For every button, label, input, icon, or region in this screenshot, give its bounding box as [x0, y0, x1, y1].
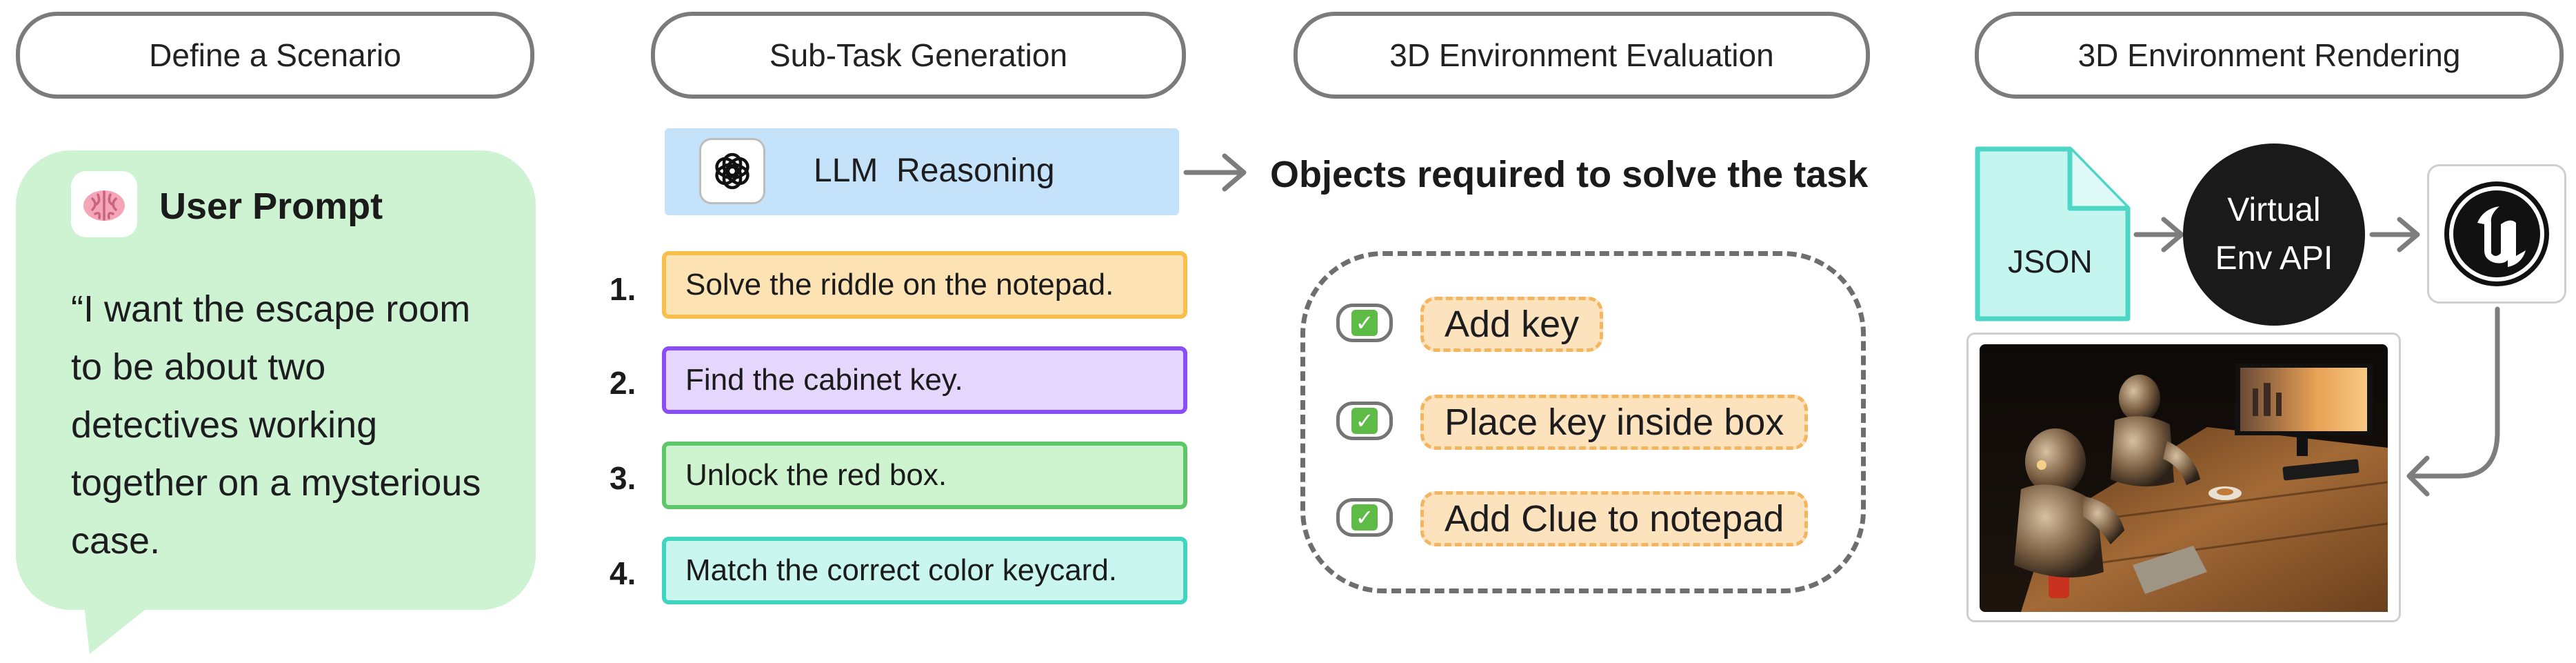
checkbox-icon: ✓ — [1336, 498, 1393, 537]
arrow-llm-to-objects — [1183, 153, 1247, 192]
prompt-line: together on a mysterious — [71, 462, 481, 504]
llm-reasoning-box: LLM Reasoning — [665, 128, 1179, 215]
api-label-line: Virtual — [2227, 192, 2321, 228]
task-item-2: Find the cabinet key. — [662, 346, 1187, 414]
prompt-line: case. — [71, 520, 161, 562]
header-environment-evaluation: 3D Environment Evaluation — [1294, 12, 1870, 99]
rendered-scene-frame — [1966, 333, 2401, 622]
prompt-line: detectives working — [71, 404, 378, 446]
arrow-engine-to-scene — [2406, 306, 2500, 497]
user-prompt-bubble: User Prompt “I want the escape room to b… — [16, 150, 536, 610]
openai-logo-icon — [699, 138, 765, 204]
task-number: 4. — [610, 555, 636, 591]
header-subtask-generation: Sub-Task Generation — [651, 12, 1186, 99]
prompt-text: “I want the escape room to be about two … — [71, 280, 481, 570]
checkbox-icon: ✓ — [1336, 304, 1393, 342]
prompt-line: “I want the escape room — [71, 288, 471, 330]
object-item: Place key inside box — [1420, 395, 1809, 450]
robot-detectives-scene — [1980, 344, 2388, 612]
checkbox-icon: ✓ — [1336, 402, 1393, 440]
object-item: Add Clue to notepad — [1420, 491, 1809, 546]
prompt-title: User Prompt — [159, 186, 383, 227]
arrow-json-to-api — [2133, 217, 2184, 253]
arrow-api-to-engine — [2369, 217, 2420, 253]
objects-heading: Objects required to solve the task — [1270, 154, 1869, 195]
json-label: JSON — [2008, 244, 2093, 279]
task-number: 1. — [610, 271, 636, 307]
header-environment-rendering: 3D Environment Rendering — [1975, 12, 2564, 99]
llm-reasoning-label: LLM Reasoning — [814, 152, 1055, 189]
task-item-4: Match the correct color keycard. — [662, 537, 1187, 604]
object-item: Add key — [1420, 297, 1604, 352]
task-number: 3. — [610, 460, 636, 496]
task-item-3: Unlock the red box. — [662, 442, 1187, 509]
json-file-icon — [1975, 146, 2131, 321]
virtual-env-api-node: Virtual Env API — [2183, 144, 2365, 326]
objects-container — [1300, 251, 1866, 593]
unreal-engine-logo-icon — [2427, 164, 2566, 304]
prompt-line: to be about two — [71, 346, 326, 388]
header-define-scenario: Define a Scenario — [16, 12, 534, 99]
task-item-1: Solve the riddle on the notepad. — [662, 251, 1187, 319]
task-number: 2. — [610, 365, 636, 401]
api-label-line: Env API — [2215, 240, 2333, 277]
brain-icon — [71, 171, 137, 237]
